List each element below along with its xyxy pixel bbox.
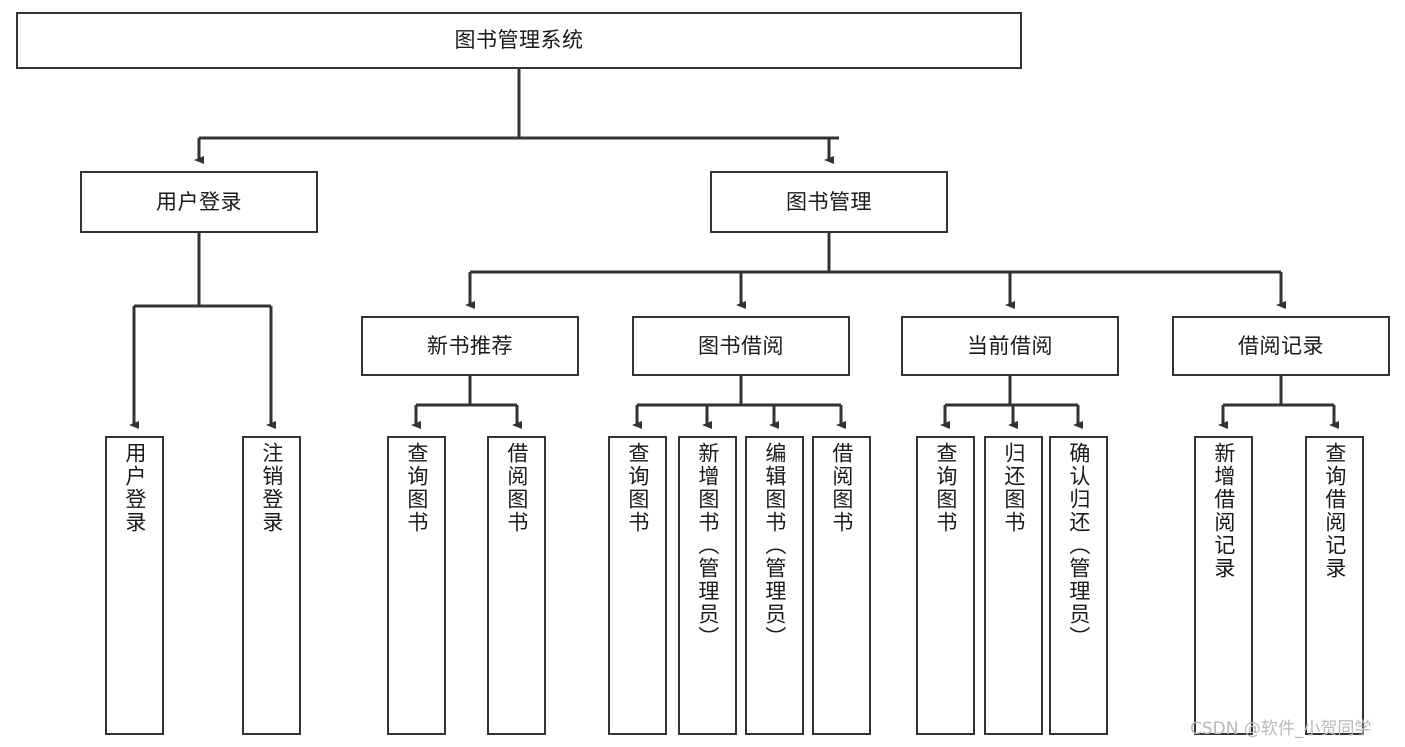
node-label: 用户登录 — [156, 189, 242, 214]
node-leaf-edit-book[interactable]: 编辑图书（管理员） — [745, 436, 804, 735]
node-new-book-rec[interactable]: 新书推荐 — [361, 316, 579, 376]
node-label: 借阅图书 — [829, 442, 854, 534]
node-label: 确认归还（管理员） — [1066, 442, 1091, 649]
node-label: 查询图书 — [404, 442, 429, 534]
node-label: 图书管理 — [786, 189, 872, 214]
node-leaf-query-book-2[interactable]: 查询图书 — [608, 436, 667, 735]
node-label: 图书借阅 — [698, 333, 784, 358]
node-label: 图书管理系统 — [454, 28, 584, 53]
node-borrow-record[interactable]: 借阅记录 — [1172, 316, 1390, 376]
node-leaf-add-record[interactable]: 新增借阅记录 — [1194, 436, 1253, 735]
node-leaf-query-book-1[interactable]: 查询图书 — [387, 436, 446, 735]
node-book-borrow[interactable]: 图书借阅 — [632, 316, 850, 376]
node-label: 查询借阅记录 — [1322, 442, 1347, 580]
node-current-borrow[interactable]: 当前借阅 — [901, 316, 1119, 376]
node-leaf-confirm-return[interactable]: 确认归还（管理员） — [1049, 436, 1108, 735]
node-label: 编辑图书（管理员） — [762, 442, 787, 649]
node-label: 新增图书（管理员） — [695, 442, 720, 649]
node-leaf-return-book[interactable]: 归还图书 — [984, 436, 1043, 735]
node-label: 新增借阅记录 — [1211, 442, 1236, 580]
node-leaf-query-record[interactable]: 查询借阅记录 — [1305, 436, 1364, 735]
node-label: 新书推荐 — [427, 333, 513, 358]
node-leaf-query-book-3[interactable]: 查询图书 — [916, 436, 975, 735]
node-leaf-borrow-book-2[interactable]: 借阅图书 — [812, 436, 871, 735]
node-label: 查询图书 — [625, 442, 650, 534]
node-label: 用户登录 — [122, 442, 147, 534]
node-label: 当前借阅 — [967, 333, 1053, 358]
watermark-text: CSDN @软件_小贺同学 — [1190, 719, 1372, 739]
node-label: 借阅记录 — [1238, 333, 1324, 358]
node-label: 查询图书 — [933, 442, 958, 534]
node-book-manage[interactable]: 图书管理 — [710, 171, 948, 233]
node-label: 注销登录 — [259, 442, 284, 534]
node-label: 归还图书 — [1001, 442, 1026, 534]
node-leaf-add-book[interactable]: 新增图书（管理员） — [678, 436, 737, 735]
node-leaf-user-logout[interactable]: 注销登录 — [242, 436, 301, 735]
node-label: 借阅图书 — [504, 442, 529, 534]
node-leaf-user-login[interactable]: 用户登录 — [105, 436, 164, 735]
node-user-login[interactable]: 用户登录 — [80, 171, 318, 233]
node-root[interactable]: 图书管理系统 — [16, 12, 1022, 69]
node-leaf-borrow-book-1[interactable]: 借阅图书 — [487, 436, 546, 735]
